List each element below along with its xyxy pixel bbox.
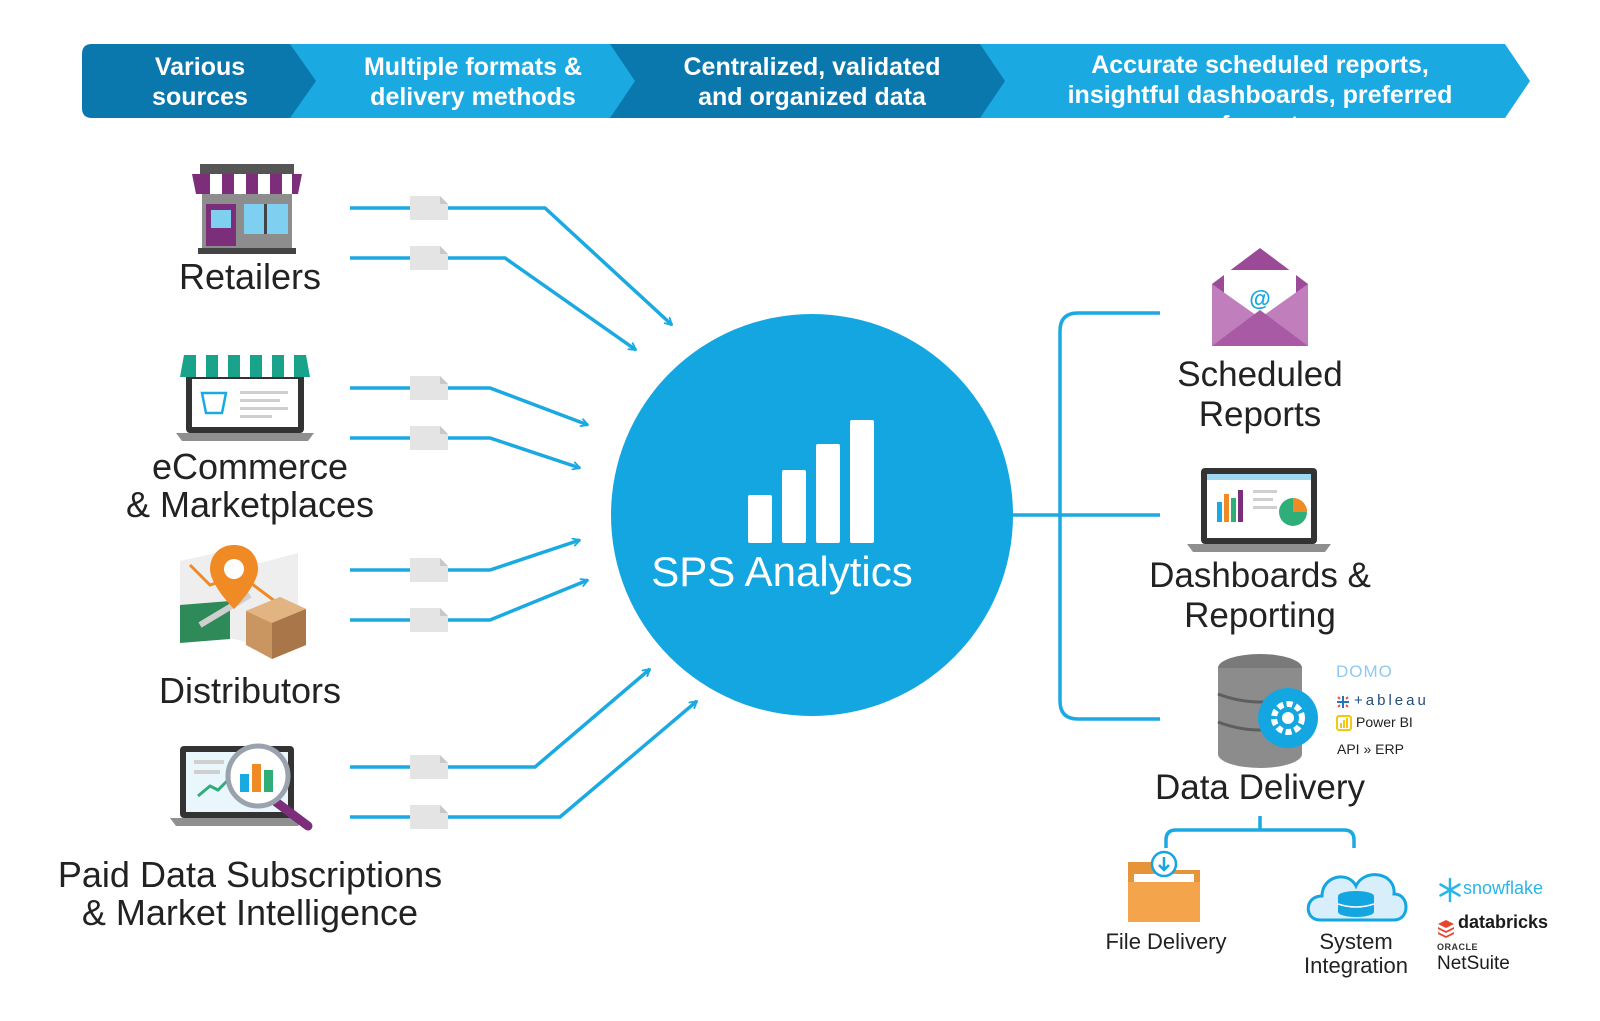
folder-download-icon (1128, 850, 1200, 922)
arrow-retailers-2 (350, 256, 638, 352)
process-banner (82, 44, 1530, 118)
arrow-ecommerce-1 (350, 386, 588, 425)
cloud-database-icon (1306, 873, 1408, 922)
databricks-logo: databricks (1458, 912, 1549, 932)
arrow-paid-data-1 (350, 667, 652, 769)
output-label-data-delivery: Data Delivery (1154, 768, 1366, 807)
output-label-scheduled-reports: Scheduled Reports (1177, 355, 1343, 434)
arrow-ecommerce-2 (350, 436, 580, 468)
document-icon (410, 246, 448, 270)
snowflake-logo: snowflake (1463, 878, 1544, 898)
source-label-distributors: Distributors (158, 670, 342, 711)
envelope-at-icon: @ (1212, 248, 1308, 346)
domo-logo: DOMO (1336, 662, 1393, 681)
arrow-paid-data-2 (350, 699, 699, 819)
laptop-dashboard-icon (1187, 468, 1331, 552)
tableau-logo: +ableau (1354, 692, 1429, 709)
source-label-paid-data: Paid Data Subscriptions & Market Intelli… (57, 854, 443, 933)
power-bi-logo: Power BI (1356, 714, 1413, 730)
source-label-retailers: Retailers (178, 256, 322, 297)
document-icon (410, 755, 448, 779)
tableau-mark-icon (1337, 696, 1349, 708)
power-bi-mark-icon (1336, 715, 1352, 731)
document-icon (410, 426, 448, 450)
banner-step-2 (290, 44, 635, 118)
document-icon (410, 805, 448, 829)
arrow-distributors-1 (350, 540, 580, 572)
sps-analytics-hub (611, 314, 1013, 716)
laptop-magnifier-chart-icon (170, 743, 313, 831)
svg-text:@: @ (1249, 286, 1270, 311)
snowflake-mark-icon (1439, 877, 1461, 903)
banner-step-1 (82, 44, 316, 118)
api-erp-label: API » ERP (1337, 741, 1404, 757)
document-icons (410, 196, 448, 829)
delivery-label-system: System Integration (1304, 929, 1408, 978)
banner-step-label: Accurate scheduled reports, insightful d… (1067, 51, 1453, 139)
document-icon (410, 196, 448, 220)
map-pin-box-icon (180, 545, 306, 659)
database-gear-icon (1217, 654, 1318, 768)
databricks-mark-icon (1438, 920, 1454, 938)
laptop-storefront-icon (176, 355, 314, 441)
netsuite-logo: NetSuite (1437, 953, 1510, 974)
banner-step-4 (980, 44, 1530, 118)
arrow-distributors-2 (350, 580, 588, 622)
document-icon (410, 376, 448, 400)
banner-step-label: Various sources (152, 53, 248, 111)
storefront-icon (192, 164, 302, 254)
hub-title: SPS Analytics (651, 548, 913, 595)
oracle-logo: ORACLE (1437, 942, 1478, 952)
source-label-ecommerce: eCommerce & Marketplaces (125, 446, 375, 525)
output-label-dashboards: Dashboards & Reporting (1149, 556, 1371, 635)
arrow-retailers-1 (350, 206, 674, 327)
bar-chart-icon (748, 420, 874, 543)
banner-step-label: Multiple formats & delivery methods (363, 53, 583, 111)
delivery-label-file: File Delivery (1105, 929, 1227, 954)
output-connectors (1010, 311, 1356, 848)
document-icon (410, 608, 448, 632)
banner-step-label: Centralized, validated and organized dat… (683, 53, 941, 111)
document-icon (410, 558, 448, 582)
banner-step-3 (610, 44, 1005, 118)
